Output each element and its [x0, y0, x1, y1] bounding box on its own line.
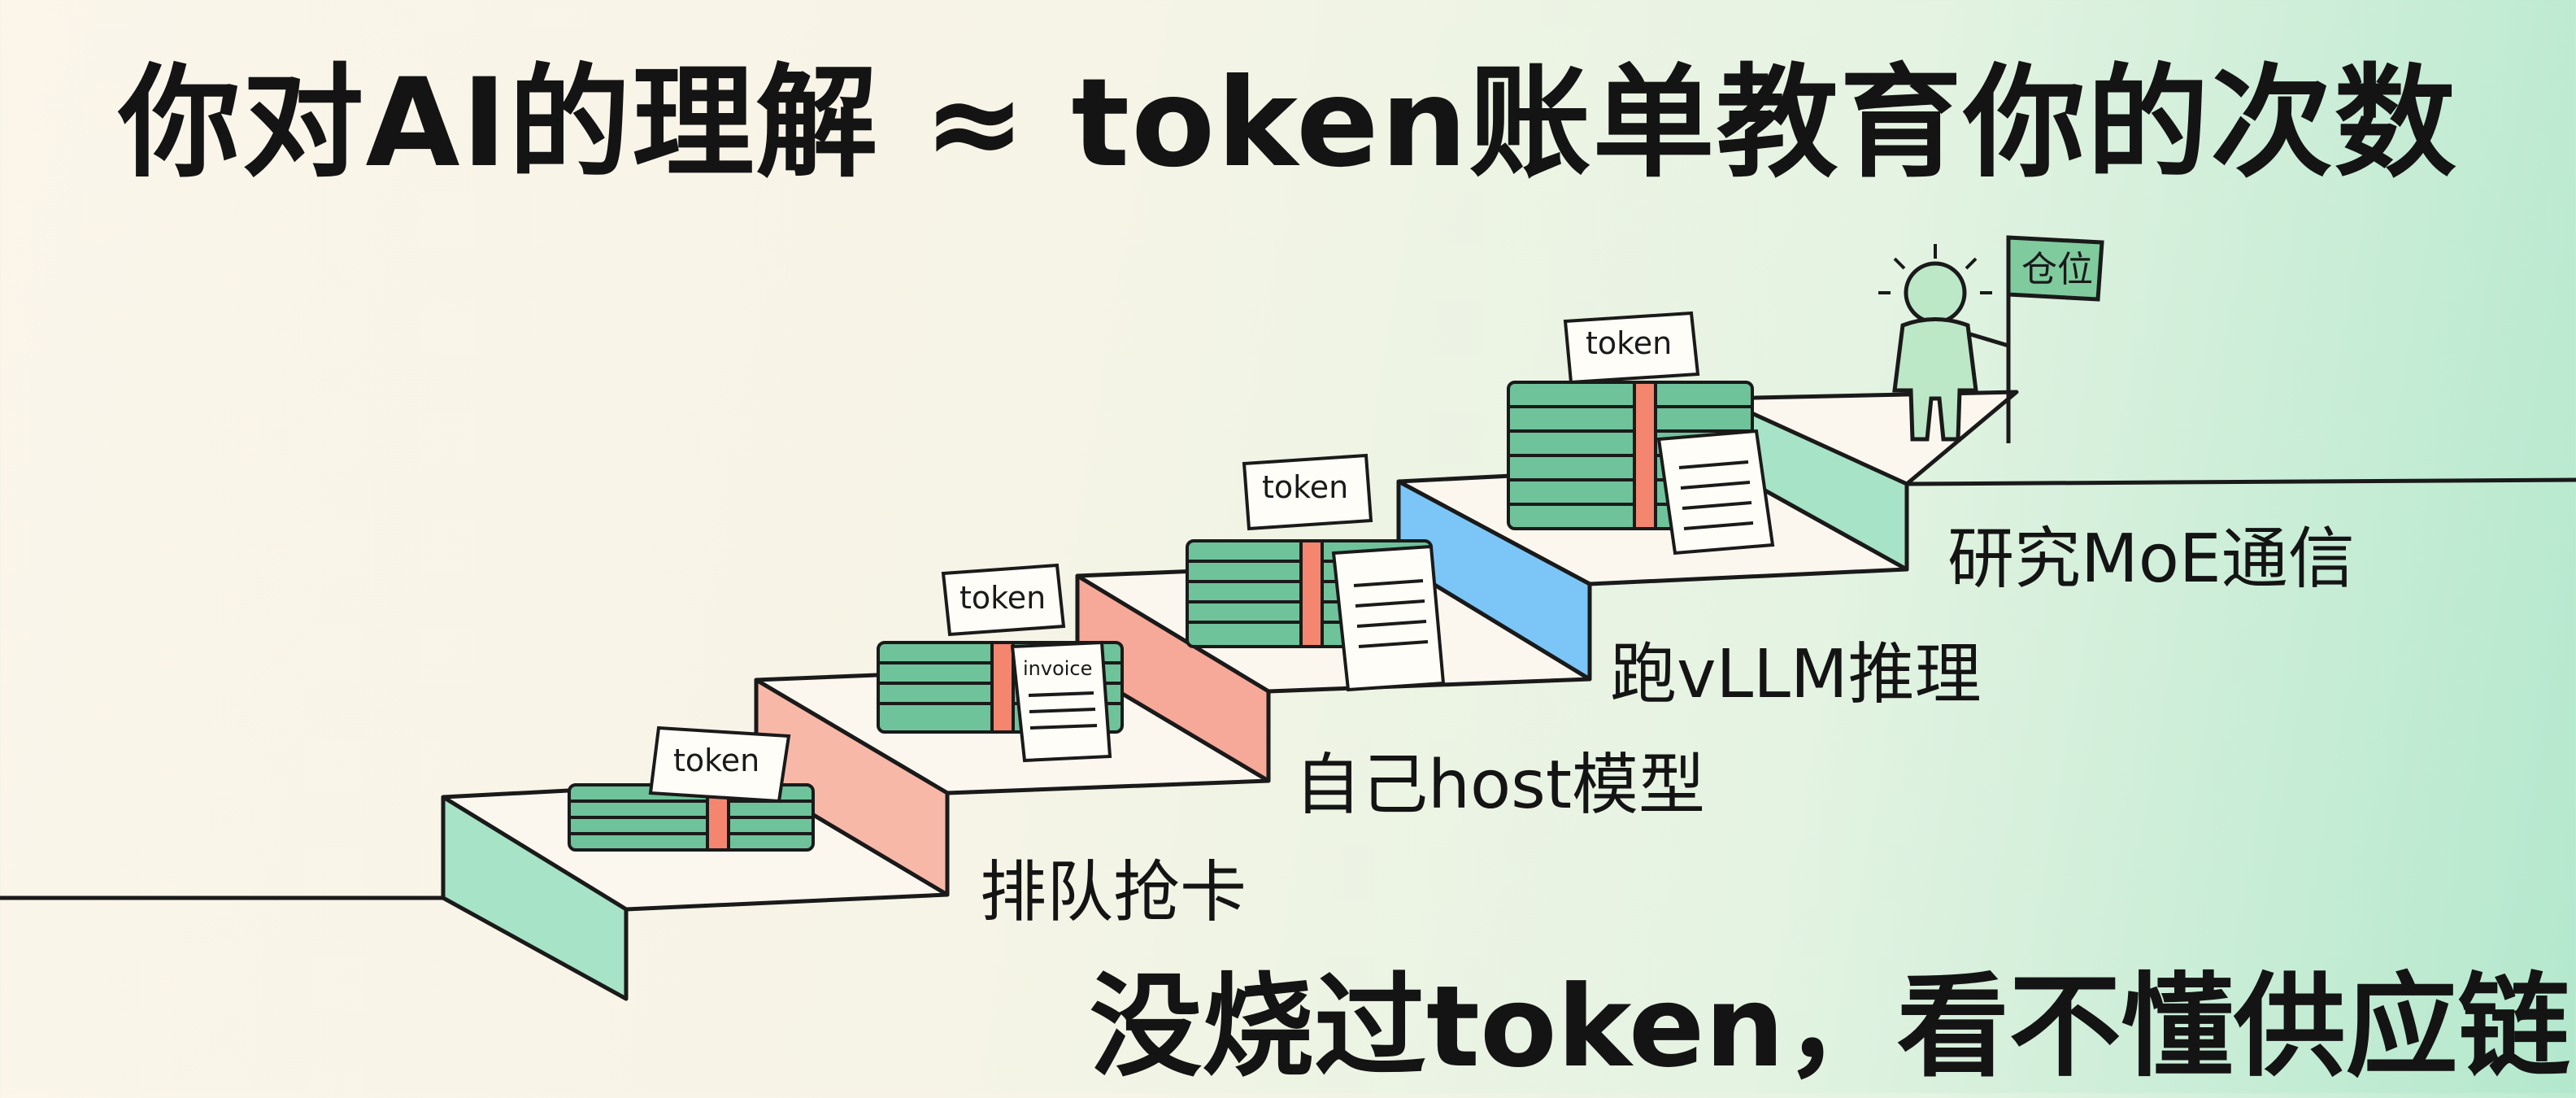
invoice-icon: [1656, 429, 1775, 556]
token-receipt-icon: token: [1242, 453, 1373, 531]
svg-text:token: token: [673, 743, 759, 778]
person-icon: [1892, 261, 2009, 442]
top-line: [1904, 477, 2576, 486]
invoice-icon: [1331, 544, 1446, 692]
token-receipt-icon: token: [648, 725, 791, 804]
step-1-face: [441, 795, 629, 1001]
svg-text:token: token: [959, 580, 1046, 616]
step-label-2: 自己host模型: [1295, 747, 1706, 824]
token-receipt-icon: token: [941, 563, 1066, 637]
svg-text:仓位: 仓位: [2021, 249, 2093, 290]
svg-text:token: token: [1262, 469, 1348, 505]
svg-text:token: token: [1586, 325, 1672, 361]
invoice-icon: invoice: [1010, 640, 1112, 763]
svg-text:invoice: invoice: [1023, 657, 1092, 680]
page-title: 你对AI的理解 ≈ token账单教育你的次数: [118, 53, 2458, 194]
step-4-face: [1396, 479, 1592, 682]
flag-icon: 仓位: [2006, 235, 2104, 443]
sun-rays-icon: [1878, 244, 1992, 294]
step-label-3: 跑vLLM推理: [1610, 636, 1982, 713]
subtitle: 没烧过token，看不懂供应链: [1090, 961, 2570, 1092]
step-label-4: 研究MoE通信: [1947, 521, 2355, 598]
step-label-1: 排队抢卡: [980, 854, 1247, 931]
token-receipt-icon: token: [1563, 311, 1700, 385]
step-3-face: [1075, 573, 1271, 783]
